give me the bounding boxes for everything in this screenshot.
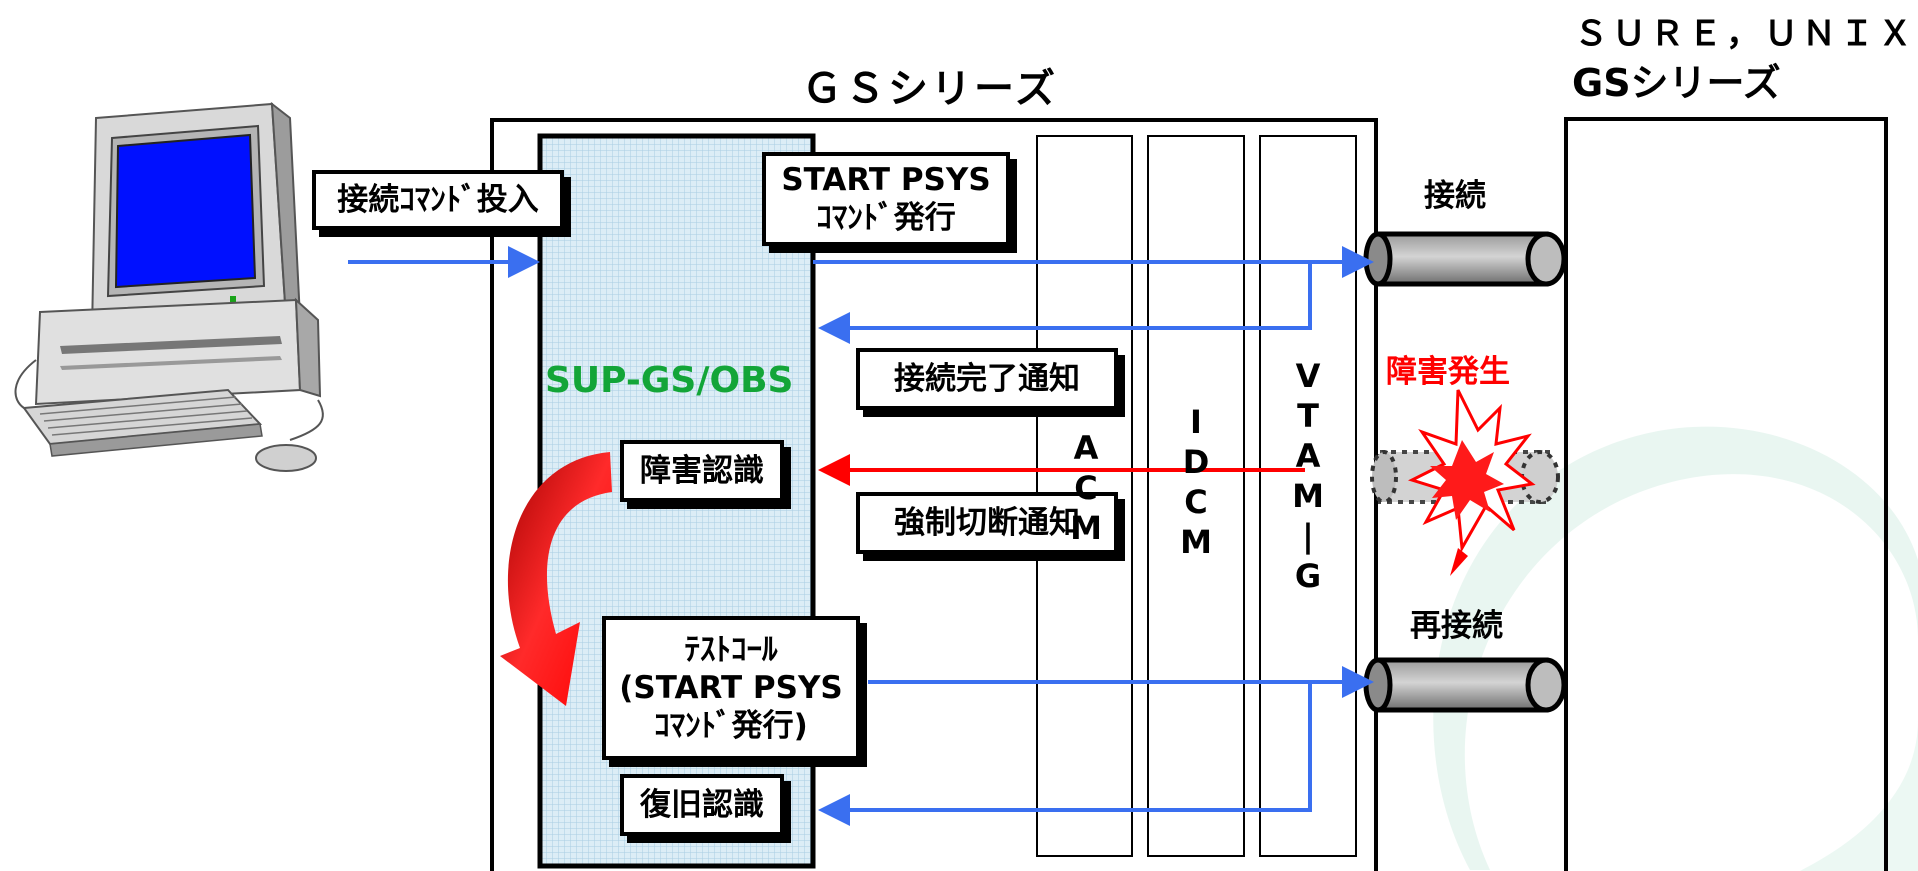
idcm-letter: M: [1180, 523, 1212, 561]
forced-disconnect-text: 強制切断通知: [894, 505, 1080, 541]
vtam-letter: |: [1302, 517, 1314, 555]
flow-arrows: [348, 246, 1374, 826]
connect-pipe: [1363, 231, 1567, 287]
start-psys-line1: START PSYS: [781, 162, 991, 198]
recovery-recognition-label: 復旧認識: [620, 774, 784, 836]
start-psys-label: START PSYS ｺﾏﾝﾄﾞ発行: [762, 152, 1010, 246]
watermark-swirl: [1433, 426, 1918, 871]
gs-series-title: ＧＳシリーズ: [802, 66, 1058, 112]
remote-title-line1: ＳＵＲＥ，ＵＮＩＸ，: [1574, 14, 1918, 54]
acm-letter: M: [1070, 509, 1102, 547]
vtam-letter: V: [1295, 357, 1321, 395]
connect-command-text: 接続ｺﾏﾝﾄﾞ投入: [337, 182, 539, 218]
idcm-column: [1147, 135, 1245, 857]
start-psys-line2: ｺﾏﾝﾄﾞ発行: [816, 200, 956, 236]
connect-command-label: 接続ｺﾏﾝﾄﾞ投入: [312, 170, 564, 230]
fault-recognition-text: 障害認識: [640, 453, 764, 489]
vtam-letter: M: [1292, 477, 1324, 515]
vtam-g-column-text: V T A M | G: [1288, 356, 1328, 596]
acm-letter: C: [1074, 469, 1098, 507]
test-call-line1: ﾃｽﾄｺｰﾙ: [684, 632, 778, 668]
vtam-letter: T: [1297, 397, 1319, 435]
vtam-letter: G: [1294, 557, 1322, 595]
vtam-letter: A: [1295, 437, 1321, 475]
test-call-line2: (START PSYS: [619, 670, 843, 706]
reconnect-label: 再接続: [1410, 608, 1503, 644]
forced-disconnect-label: 強制切断通知: [856, 492, 1118, 554]
idcm-letter: D: [1182, 443, 1210, 481]
fault-occurred-label: 障害発生: [1386, 354, 1510, 390]
test-call-label: ﾃｽﾄｺｰﾙ (START PSYS ｺﾏﾝﾄﾞ発行): [602, 616, 860, 760]
idcm-column-text: I D C M: [1176, 402, 1216, 562]
sup-gs-obs-label: SUP-GS/OBS: [545, 360, 794, 401]
test-call-line3: ｺﾏﾝﾄﾞ発行): [654, 708, 808, 744]
retry-curve-arrow: [500, 452, 612, 706]
idcm-letter: C: [1184, 483, 1208, 521]
computer-icon: [14, 101, 324, 472]
connect-label: 接続: [1424, 178, 1486, 214]
remote-title-line2: GSシリーズ: [1572, 61, 1781, 105]
fault-recognition-label: 障害認識: [620, 440, 784, 502]
remote-host-box: [1564, 117, 1888, 871]
idcm-letter: I: [1190, 403, 1202, 441]
recovery-recognition-text: 復旧認識: [640, 787, 764, 823]
connect-complete-label: 接続完了通知: [856, 348, 1118, 410]
acm-column-text: A C M: [1066, 428, 1106, 548]
reconnect-pipe: [1363, 657, 1567, 713]
connect-complete-text: 接続完了通知: [894, 361, 1080, 397]
acm-letter: A: [1073, 429, 1099, 467]
